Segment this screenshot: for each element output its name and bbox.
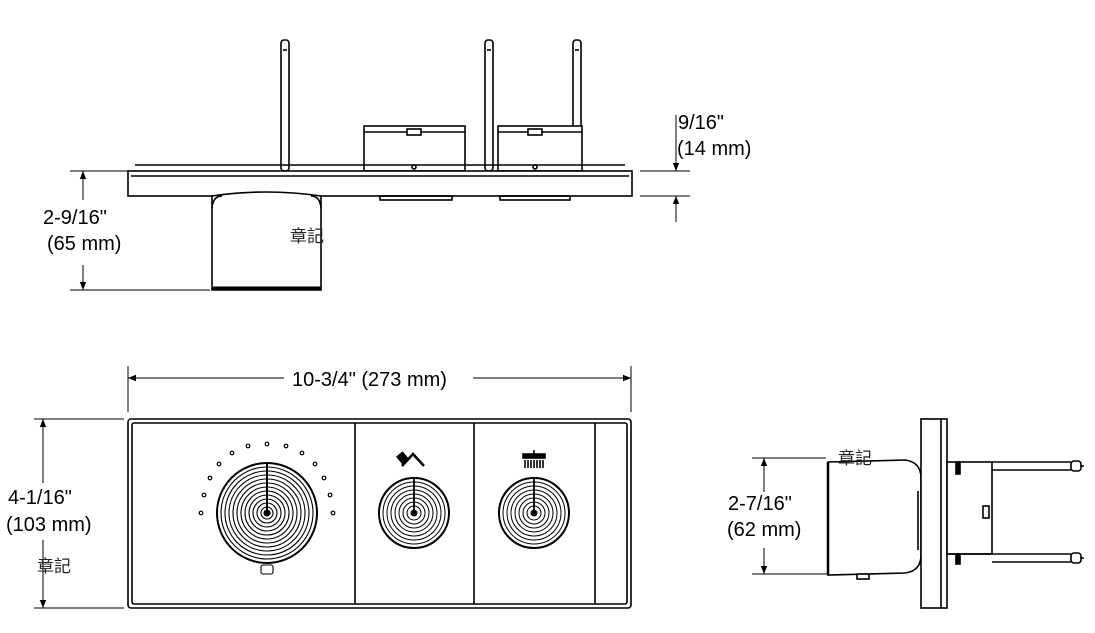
height-dimension: [34, 418, 124, 609]
thermostatic-dial: [216, 462, 318, 575]
mounting-pin-left: [280, 39, 290, 172]
temperature-scale-dots: [198, 441, 336, 516]
mounting-pin-middle: [484, 39, 494, 172]
dial-body-side: [827, 459, 922, 576]
handshower-icon: [396, 451, 425, 467]
handshower-dial: [378, 477, 450, 549]
watermark-top: 章記: [290, 227, 324, 247]
depth-label: 2-9/16": [43, 207, 107, 229]
side-depth-dimension: [752, 457, 836, 575]
showerhead-icon: [522, 450, 546, 468]
side-view: [752, 418, 1084, 609]
faceplate: [127, 418, 632, 609]
trim-plate-top: [127, 170, 633, 197]
front-view: [34, 366, 632, 609]
showerhead-dial: [498, 477, 570, 549]
plate-thickness-dimension: [640, 115, 690, 222]
top-view: [70, 39, 690, 291]
width-dimension: [127, 366, 632, 412]
watermark-side: 章記: [838, 449, 872, 469]
side-depth-label-mm: (62 mm): [727, 519, 801, 541]
valve-box-right: [497, 125, 583, 172]
plate-thickness-label-mm: (14 mm): [677, 138, 751, 160]
height-label-mm: (103 mm): [6, 514, 92, 536]
dial-body-top: [211, 191, 322, 291]
width-label: 10-3/4" (273 mm): [292, 369, 447, 391]
plate-thickness-label: 9/16": [678, 112, 724, 134]
side-depth-label: 2-7/16": [728, 493, 792, 515]
height-label: 4-1/16": [8, 487, 72, 509]
depth-dimension-top: [70, 170, 210, 291]
faceplate-side: [920, 418, 948, 609]
depth-label-mm: (65 mm): [47, 233, 121, 255]
watermark-front: 章記: [37, 557, 71, 577]
